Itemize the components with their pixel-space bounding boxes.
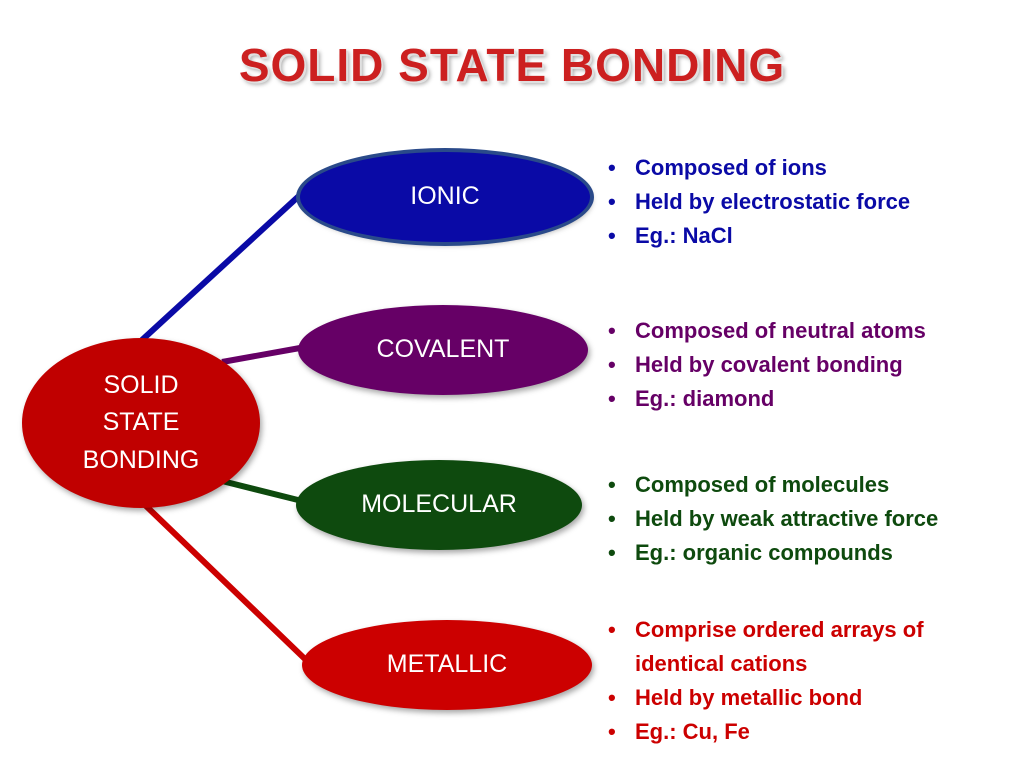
node-metallic: METALLIC	[302, 620, 592, 710]
list-item: Held by electrostatic force	[606, 185, 1006, 219]
list-item: Comprise ordered arrays of identical cat…	[606, 613, 1006, 681]
list-item: Composed of molecules	[606, 468, 1006, 502]
node-molecular-label: MOLECULAR	[361, 490, 517, 519]
page-title: SOLID STATE BONDING	[238, 39, 786, 91]
node-molecular: MOLECULAR	[296, 460, 582, 550]
list-item: Held by covalent bonding	[606, 348, 1006, 382]
link-metallic	[142, 502, 309, 663]
center-node-solid-state-bonding: SOLID STATE BONDING	[22, 338, 260, 508]
node-ionic-label: IONIC	[410, 182, 480, 211]
list-item: Eg.: organic compounds	[606, 536, 1006, 570]
center-line-1: SOLID	[103, 370, 179, 399]
center-line-3: BONDING	[82, 445, 200, 474]
list-item: Held by metallic bond	[606, 681, 1006, 715]
metallic-points: Comprise ordered arrays of identical cat…	[606, 613, 1006, 749]
list-item: Held by weak attractive force	[606, 502, 1006, 536]
list-item: Composed of neutral atoms	[606, 314, 1006, 348]
center-line-2: STATE	[102, 408, 180, 437]
list-item: Composed of ions	[606, 151, 1006, 185]
list-item: Eg.: diamond	[606, 382, 1006, 416]
link-ionic	[139, 192, 303, 343]
list-item: Eg.: NaCl	[606, 219, 1006, 253]
node-metallic-label: METALLIC	[386, 650, 508, 679]
ionic-points: Composed of ions Held by electrostatic f…	[606, 151, 1006, 253]
link-molecular	[221, 478, 299, 503]
node-ionic: IONIC	[300, 152, 590, 242]
molecular-points: Composed of molecules Held by weak attra…	[606, 468, 1006, 570]
list-item: Eg.: Cu, Fe	[606, 715, 1006, 749]
covalent-points: Composed of neutral atoms Held by covale…	[606, 314, 1006, 416]
link-covalent	[221, 345, 301, 365]
node-covalent-label: COVALENT	[376, 335, 510, 364]
node-covalent: COVALENT	[298, 305, 588, 395]
